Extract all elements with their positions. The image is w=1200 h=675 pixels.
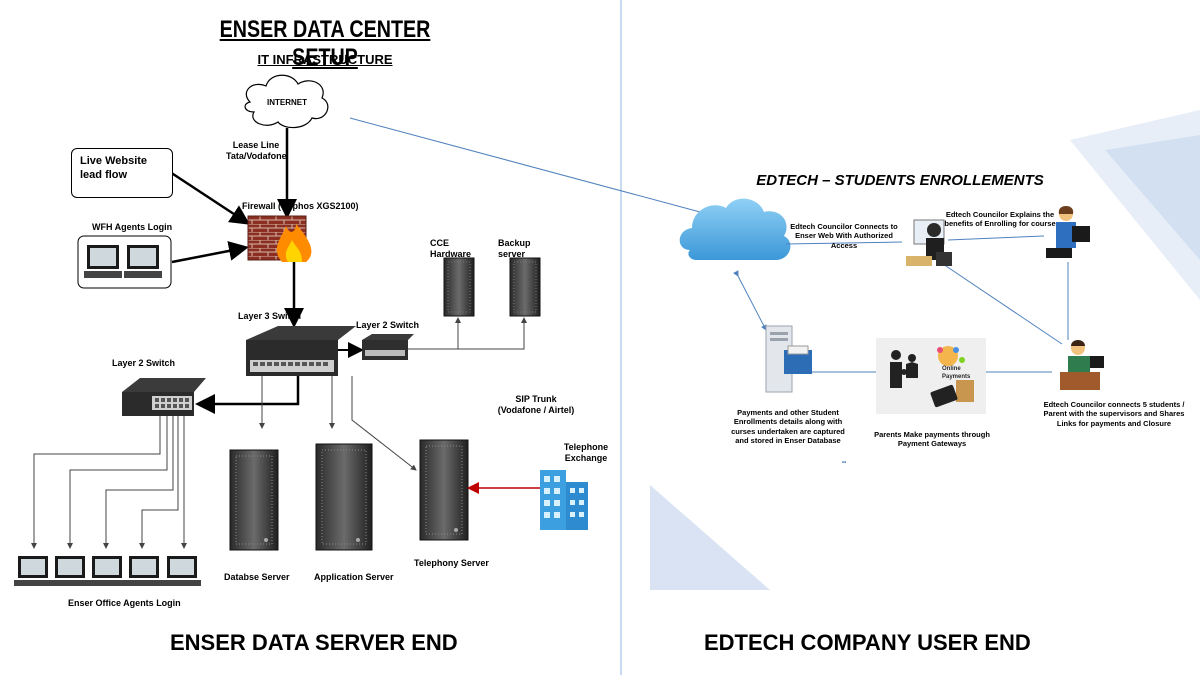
internet-label: INTERNET — [267, 98, 307, 107]
online-payments-label: Online Payments — [942, 366, 971, 380]
application-server-label: Application Server — [314, 572, 394, 582]
edtech-title: EDTECH – STUDENTS ENROLLEMENTS — [756, 172, 1044, 189]
live-website-label: Live Website lead flow — [80, 155, 148, 181]
cce-hardware-icon — [443, 257, 475, 317]
parents-pay-label: Parents Make payments through Payment Ga… — [874, 430, 990, 449]
edtech-cloud-icon — [679, 198, 791, 260]
councilor-supervisor-icon — [1060, 340, 1104, 390]
firewall-label: Firewall (Sophos XGS2100) — [242, 201, 359, 211]
sip-trunk-label: SIP Trunk (Vodafone / Airtel) — [497, 394, 575, 416]
enser-database-icon — [765, 325, 812, 393]
page-subtitle: IT INFRASTRUCTURE — [257, 52, 393, 67]
firewall-icon — [247, 215, 312, 262]
database-server-label: Databse Server — [224, 572, 290, 582]
office-agents-label: Enser Office Agents Login — [68, 598, 181, 608]
backup-server-icon — [509, 257, 541, 317]
councilor-desk-icon — [906, 219, 952, 266]
database-server-icon — [229, 449, 279, 551]
decor-triangle-top-right-inner — [1105, 135, 1200, 260]
right-footer: EDTECH COMPANY USER END — [704, 630, 1031, 655]
page-title: ENSER DATA CENTER SETUP — [219, 16, 431, 71]
telephony-server-label: Telephony Server — [414, 558, 489, 568]
decor-triangle-bottom-left — [650, 485, 770, 590]
backup-server-label: Backup server — [498, 238, 531, 260]
layer2-switch-right-label: Layer 2 Switch — [356, 320, 420, 330]
office-agent-links — [31, 416, 187, 549]
layer3-switch-icon — [246, 326, 356, 376]
layer3-switch-label: Layer 3 Switch — [238, 311, 302, 321]
office-agent-computers-icon — [14, 556, 201, 586]
layer2-switch-left-label: Layer 2 Switch — [112, 358, 176, 368]
councilor-connects-label: Edtech Councilor connects 5 students / P… — [1043, 400, 1185, 428]
internet-cloud-icon — [244, 74, 329, 129]
telephony-server-icon — [419, 439, 469, 541]
councilor-computer-icon — [1046, 206, 1090, 258]
left-footer: ENSER DATA SERVER END — [170, 630, 458, 655]
cce-hardware-label: CCE Hardware — [430, 238, 472, 260]
wfh-login-label: WFH Agents Login — [92, 222, 173, 232]
explains-benefits-label: Edtech Councilor Explains the benefits o… — [944, 210, 1056, 229]
payments-stored-label: Payments and other Student Enrollments d… — [731, 408, 845, 446]
application-server-icon — [315, 443, 373, 551]
live-website-box: Live Website lead flow — [71, 148, 173, 198]
parents-payments-image — [876, 338, 986, 414]
wfh-computers-icon — [77, 235, 172, 289]
layer2-switch-left-icon — [122, 378, 206, 416]
stray-mark: •• — [842, 460, 847, 466]
lease-line-label: Lease Line Tata/Vodafone — [226, 140, 287, 162]
telephone-exchange-label: Telephone Exchange — [563, 442, 609, 464]
connects-web-label: Edtech Councilor Connects to Enser Web W… — [790, 222, 898, 250]
layer2-switch-right-icon — [362, 334, 414, 360]
telephone-exchange-icon — [540, 470, 588, 530]
